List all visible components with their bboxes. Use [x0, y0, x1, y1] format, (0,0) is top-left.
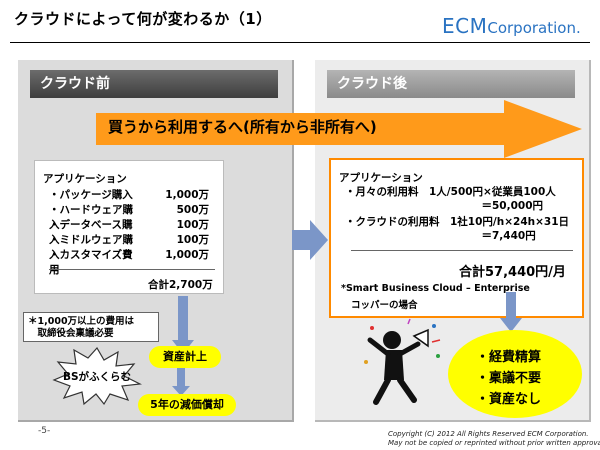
cost-row-label: ・カスタマイズ費用 — [49, 249, 133, 276]
balance-sheet-burst: BSがふくらむ — [52, 346, 142, 406]
cost-row-value: 1,000万 — [165, 249, 209, 261]
after-box-title: アプリケーション — [339, 172, 423, 184]
cost-row: ・データベース購入 100万 — [49, 217, 209, 246]
service-note: *Smart Business Cloud – Enterprise — [341, 283, 530, 294]
total-divider — [49, 269, 215, 270]
after-cost-line: ・月々の利用料 1人/500円×従業員100人 — [345, 186, 556, 198]
approval-note: ＊1,000万以上の費用は 取締役会稟議必要 — [23, 312, 159, 342]
after-panel-header: クラウド後 — [327, 70, 575, 98]
cost-row: ・カスタマイズ費用 1,000万 — [49, 247, 209, 276]
total-divider — [351, 250, 573, 251]
copyright-notice: Copyright (C) 2012 All Rights Reserved E… — [388, 430, 600, 448]
result-highlight — [448, 330, 582, 418]
cost-row-label: ・ハードウェア購入 — [49, 204, 133, 231]
slide-title: クラウドによって何が変わるか（1） — [14, 10, 272, 28]
page-number: -5- — [38, 426, 51, 436]
right-arrow — [292, 220, 328, 260]
approval-note-text: ＊1,000万以上の費用は 取締役会稟議必要 — [28, 316, 135, 339]
cost-row-value: 100万 — [176, 234, 209, 246]
asset-capitalization-pill: 資産計上 — [149, 346, 221, 368]
cost-row: ・ハードウェア購入 500万 — [49, 202, 209, 231]
logo-ecm-text: ECM — [442, 14, 488, 38]
cost-row: ・パッケージ購入 1,000万 — [49, 187, 209, 201]
cost-row-label: ・ミドルウェア購入 — [49, 234, 133, 261]
after-total: 合計57,440円/月 — [459, 265, 566, 280]
transition-arrow-banner — [96, 100, 582, 158]
after-cost-line: ・クラウドの利用料 1社10円/h×24h×31日 — [345, 216, 570, 228]
cost-row-label: ・データベース購入 — [49, 219, 133, 246]
result-item: ・稟議不要 — [476, 371, 542, 386]
before-total: 合計2,700万 — [148, 279, 213, 291]
down-arrow — [500, 292, 522, 332]
cost-row-value: 100万 — [176, 219, 209, 231]
down-arrow — [172, 368, 190, 396]
cost-row-label: ・パッケージ購入 — [49, 189, 133, 201]
service-note-2: コッパーの場合 — [351, 300, 418, 311]
copyright-line: Copyright (C) 2012 All Rights Reserved E… — [388, 430, 589, 438]
depreciation-pill: 5年の減価償却 — [138, 394, 236, 416]
result-item: ・資産なし — [476, 392, 542, 407]
cost-row: ・ミドルウェア購入 100万 — [49, 232, 209, 261]
cost-row-value: 500万 — [176, 204, 209, 216]
ecm-logo: ECMCorporation. — [442, 14, 581, 38]
after-cost-box: アプリケーション ・月々の利用料 1人/500円×従業員100人 ＝50,000… — [329, 158, 584, 318]
before-panel-header: クラウド前 — [30, 70, 278, 98]
after-cost-line: ＝50,000円 — [345, 200, 544, 212]
result-item: ・経費精算 — [476, 350, 542, 365]
down-arrow — [172, 296, 194, 354]
title-divider — [10, 42, 590, 43]
celebrating-person-icon — [364, 318, 441, 405]
logo-corp-text: Corporation. — [487, 19, 581, 37]
burst-text: BSがふくらむ — [63, 370, 131, 383]
after-cost-line: ＝7,440円 — [345, 230, 536, 242]
copyright-line: May not be copied or reprinted without p… — [388, 439, 600, 447]
before-cost-box: アプリケーション ・パッケージ購入 1,000万 ・ハードウェア購入 500万 … — [34, 160, 224, 294]
cost-row-value: 1,000万 — [165, 189, 209, 201]
before-box-title: アプリケーション — [43, 173, 127, 185]
banner-text: 買うから利用するへ(所有から非所有へ) — [108, 118, 377, 136]
